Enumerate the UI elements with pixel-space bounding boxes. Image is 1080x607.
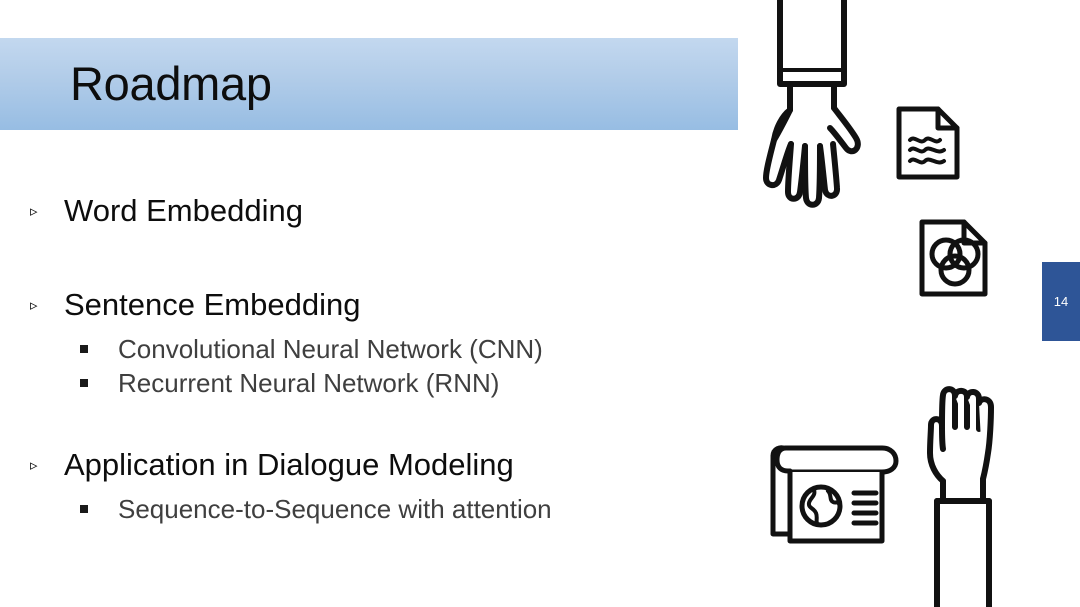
triangle-bullet-icon: ▹	[30, 297, 38, 314]
list-item-label: Convolutional Neural Network (CNN)	[118, 334, 543, 364]
square-bullet-icon	[80, 379, 88, 387]
list-item: Recurrent Neural Network (RNN)	[0, 366, 740, 400]
list-item-label: Sentence Embedding	[64, 287, 361, 322]
page-number-label: 14	[1053, 294, 1069, 309]
list-item-label: Recurrent Neural Network (RNN)	[118, 368, 500, 398]
square-bullet-icon	[80, 345, 88, 353]
list-item: ▹ Sentence Embedding	[0, 284, 740, 326]
newspaper-with-globe-icon	[766, 440, 902, 553]
list-item: ▹ Application in Dialogue Modeling	[0, 444, 740, 486]
spacer	[0, 232, 740, 284]
document-with-venn-diagram-icon	[916, 216, 992, 307]
document-with-text-lines-icon	[894, 104, 964, 189]
list-item: Convolutional Neural Network (CNN)	[0, 332, 740, 366]
raised-hand-icon	[918, 385, 1008, 607]
hand-pointing-down-icon	[752, 0, 872, 213]
list-item-label: Sequence-to-Sequence with attention	[118, 494, 552, 524]
triangle-bullet-icon: ▹	[30, 457, 38, 474]
title-banner	[0, 38, 738, 130]
triangle-bullet-icon: ▹	[30, 203, 38, 220]
list-item-label: Application in Dialogue Modeling	[64, 447, 514, 482]
page-title: Roadmap	[70, 57, 272, 110]
square-bullet-icon	[80, 505, 88, 513]
page-number-badge: 14	[1042, 262, 1080, 341]
list-item: Sequence-to-Sequence with attention	[0, 492, 740, 526]
outline-list: ▹ Word Embedding ▹ Sentence Embedding Co…	[0, 190, 740, 526]
list-item-label: Word Embedding	[64, 193, 303, 228]
spacer	[0, 400, 740, 444]
list-item: ▹ Word Embedding	[0, 190, 740, 232]
